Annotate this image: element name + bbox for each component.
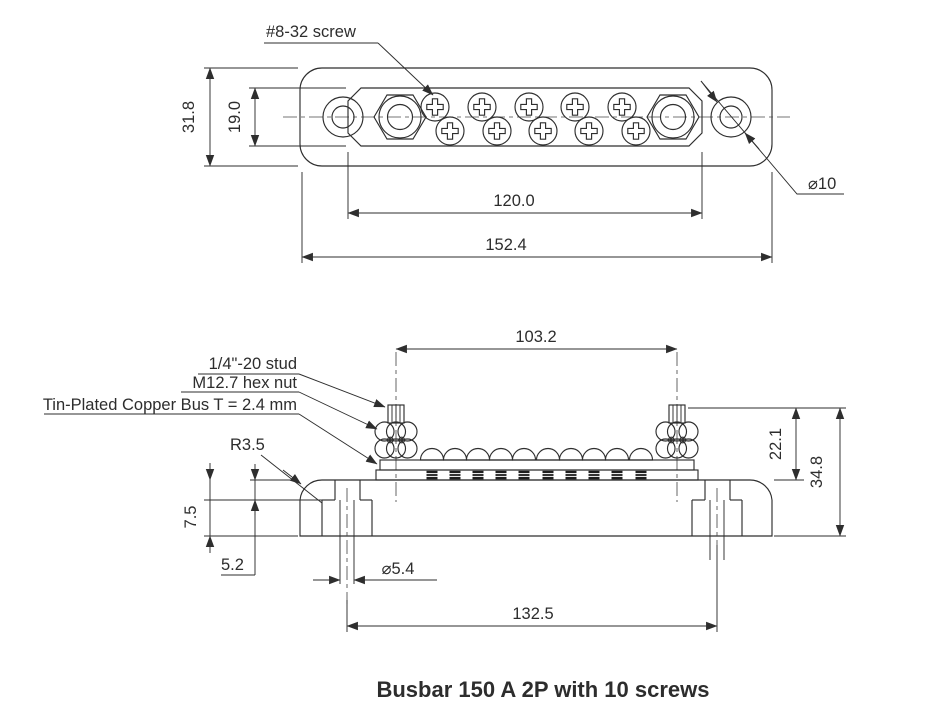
screw: [467, 92, 497, 122]
dim-slot-height-text: 5.2: [221, 556, 244, 574]
dim-overall-length: 152.4: [301, 172, 773, 263]
screw: [621, 116, 651, 146]
base-outline: [299, 479, 773, 537]
corner-radius-callout: R3.5: [230, 436, 323, 504]
dim-screw-field-length-text: 120.0: [493, 192, 534, 210]
dim-overall-width: 31.8: [180, 67, 298, 167]
dim-mount-hole-diameter: ⌀5.4: [313, 560, 437, 585]
dim-stud-height: 22.1: [688, 407, 846, 481]
end-hole-diameter-callout: ⌀10: [700, 80, 844, 195]
drawing-caption: Busbar 150 A 2P with 10 screws: [376, 677, 709, 702]
dim-slot-height: 5.2: [221, 464, 260, 576]
left-mounting-slot: [321, 480, 373, 604]
dim-overall-length-text: 152.4: [485, 236, 526, 254]
bus-pedestal: [375, 469, 699, 481]
dim-plate-width: 19.0: [226, 87, 346, 147]
dim-screw-field-length: 120.0: [347, 152, 703, 219]
dim-stud-spacing: 103.2: [395, 328, 678, 354]
dim-mount-hole-diameter-text: ⌀5.4: [382, 560, 415, 578]
dim-foot-height-text: 7.5: [182, 506, 200, 529]
left-stud: [387, 404, 405, 424]
right-mounting-hole: [710, 96, 752, 138]
screw: [574, 116, 604, 146]
screw: [482, 116, 512, 146]
stud-callout: 1/4"-20 stud: [198, 355, 386, 408]
dome-screw-heads: [419, 447, 654, 461]
copper-bus-label: Tin-Plated Copper Bus T = 2.4 mm: [43, 396, 297, 414]
side-view: 103.2: [43, 328, 846, 632]
dim-plate-width-text: 19.0: [226, 101, 244, 133]
screw: [435, 116, 465, 146]
dim-mount-hole-spacing-text: 132.5: [512, 605, 553, 623]
hex-nut-callout: M12.7 hex nut: [181, 374, 378, 430]
dim-foot-height: 7.5: [182, 463, 323, 553]
screw: [528, 116, 558, 146]
stud-label: 1/4"-20 stud: [209, 355, 297, 373]
dim-total-height-text: 34.8: [808, 456, 826, 488]
end-hole-diameter-text: ⌀10: [808, 175, 836, 193]
screw-thread-plugs: [426, 470, 647, 480]
corner-radius-text: R3.5: [230, 436, 265, 454]
top-view: #8-32 screw 31.8 19.0 120.0: [180, 23, 844, 263]
dim-stud-spacing-text: 103.2: [515, 328, 556, 346]
copper-bus-callout: Tin-Plated Copper Bus T = 2.4 mm: [43, 396, 378, 465]
hex-nut-label: M12.7 hex nut: [192, 374, 297, 392]
copper-plate-outline: [347, 87, 703, 147]
bus-plate: [379, 459, 695, 471]
right-stud: [668, 404, 686, 424]
screw-callout-label: #8-32 screw: [266, 23, 356, 41]
dim-overall-width-text: 31.8: [180, 101, 198, 133]
left-mounting-hole: [322, 96, 364, 138]
dim-stud-height-text: 22.1: [767, 428, 785, 460]
screw-callout: #8-32 screw: [264, 23, 434, 96]
dim-total-height: 34.8: [774, 407, 846, 537]
dim-mount-hole-spacing: 132.5: [346, 545, 718, 632]
right-mounting-slot: [691, 480, 743, 560]
